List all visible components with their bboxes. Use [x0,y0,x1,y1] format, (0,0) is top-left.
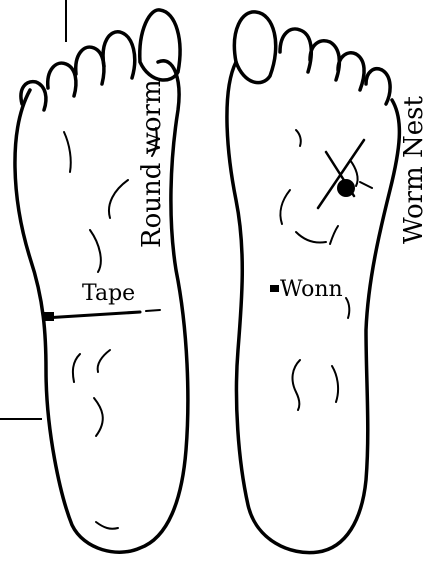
left-toe-3 [76,47,104,84]
left-toe-2 [103,32,135,78]
right-toe-2 [280,29,311,72]
right-toe-4 [338,53,364,90]
right-toe-3 [310,41,339,80]
tape-line [44,310,160,321]
wonn-marker [270,285,279,292]
label-wonn: Wonn [280,277,343,302]
right-big-toe [234,12,275,83]
left-toe-4 [48,63,76,96]
label-worm-nest: Worm Nest [399,96,429,244]
label-tape: Tape [82,281,135,306]
right-foot-outline [227,62,399,553]
worm-nest-mark [318,140,372,208]
label-round-worm: Round worm [137,79,167,248]
right-toe-5 [366,69,390,104]
